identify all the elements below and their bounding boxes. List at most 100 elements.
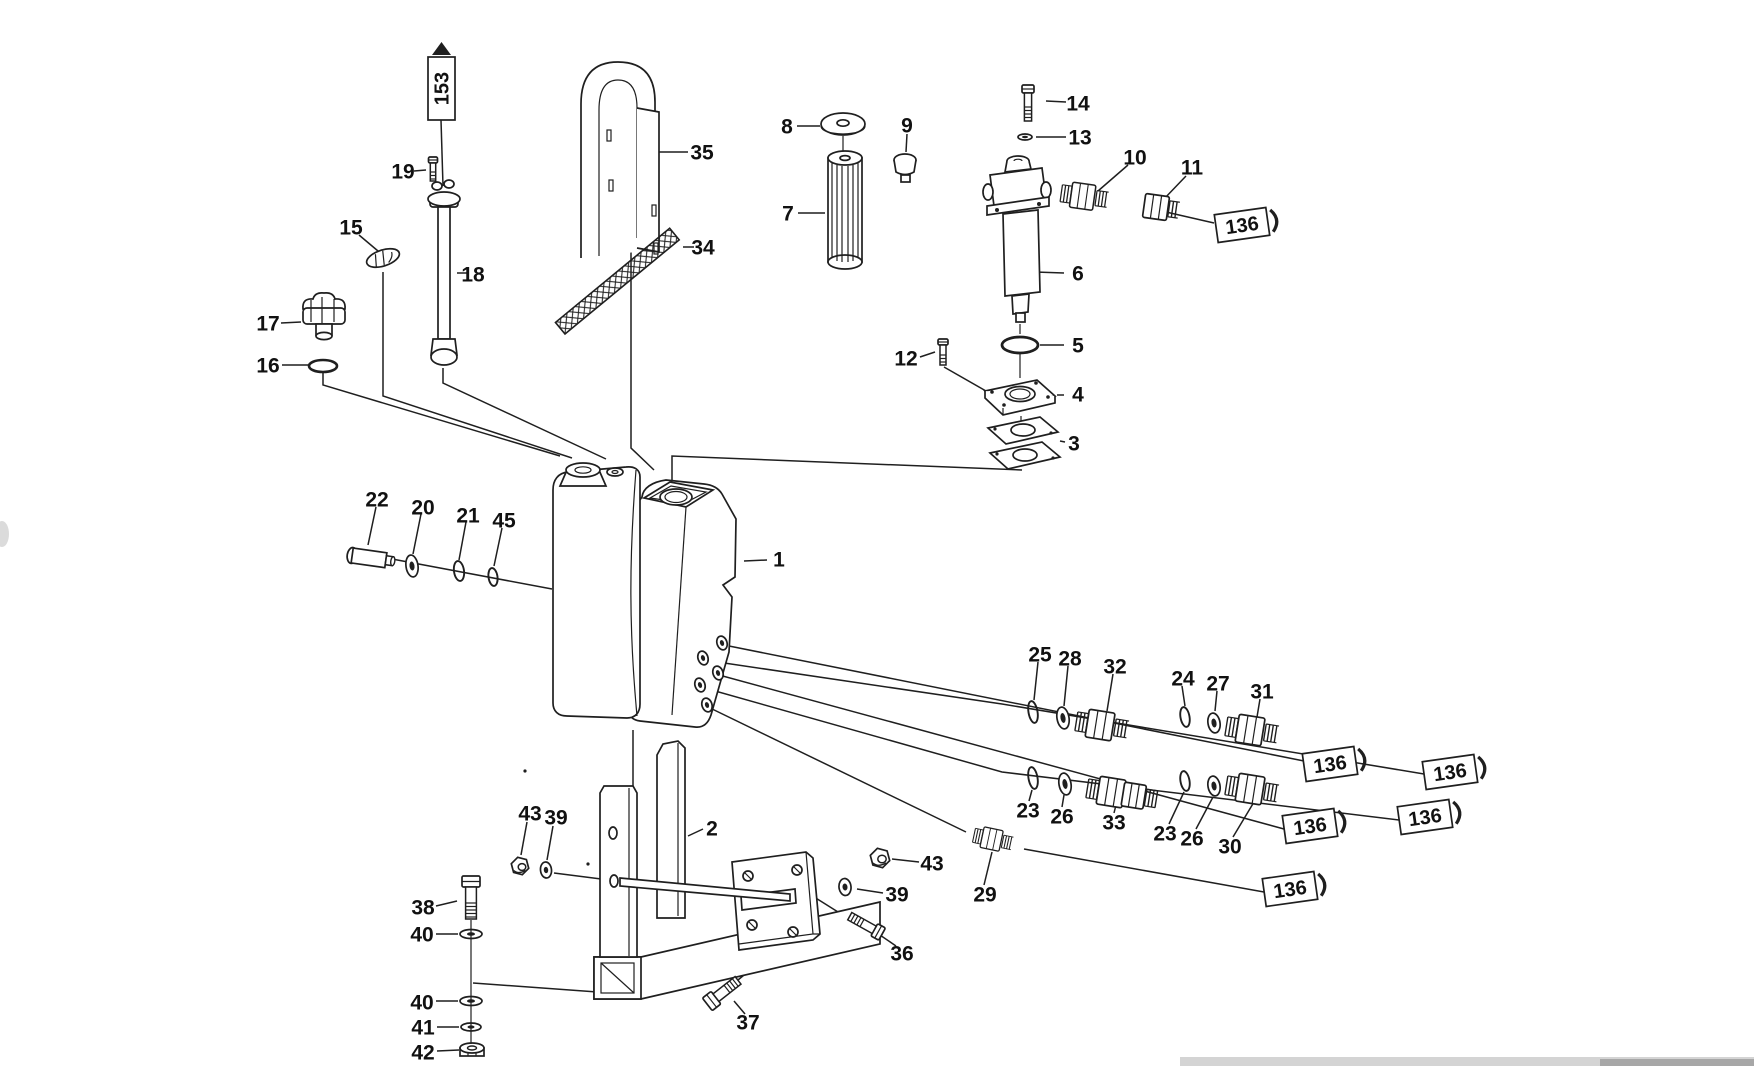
screw-12 bbox=[937, 338, 949, 366]
callout-14: 14 bbox=[1066, 93, 1090, 116]
leader-line bbox=[687, 828, 704, 837]
scan-artifact-bottom-bar bbox=[1180, 1057, 1754, 1066]
callout-38: 38 bbox=[411, 897, 435, 920]
washer-13 bbox=[1017, 133, 1033, 141]
callout-3: 3 bbox=[1068, 433, 1080, 456]
washer-27 bbox=[1206, 712, 1222, 734]
leader-line bbox=[458, 521, 467, 561]
gasket-plates-3 bbox=[986, 416, 1062, 470]
callout-45: 45 bbox=[492, 510, 516, 533]
filter-head bbox=[982, 155, 1052, 216]
leader-line bbox=[413, 169, 427, 172]
leader-line bbox=[905, 133, 908, 153]
o-ring-23 bbox=[1179, 770, 1191, 792]
filter-cover-disc-8 bbox=[820, 112, 866, 136]
leader-line bbox=[1256, 698, 1261, 718]
ref-tag-136: 136 bbox=[1396, 798, 1462, 836]
connector-line bbox=[322, 373, 561, 457]
leader-line bbox=[493, 527, 503, 567]
fitting-29 bbox=[971, 826, 1014, 852]
strainer-strip-34 bbox=[554, 227, 681, 336]
callout-17: 17 bbox=[256, 313, 279, 336]
connector-line bbox=[700, 686, 1400, 821]
o-ring-16 bbox=[307, 358, 339, 374]
flange-plate-4 bbox=[983, 379, 1057, 416]
leader-line bbox=[1106, 673, 1114, 712]
bolt-37 bbox=[702, 975, 743, 1011]
connector-line bbox=[442, 368, 607, 460]
leader-line bbox=[367, 506, 377, 546]
bracket-strap bbox=[619, 877, 791, 902]
callout-22: 22 bbox=[365, 489, 388, 512]
tag-arrow-icon bbox=[1452, 800, 1462, 825]
ref-tag-136: 136 bbox=[1213, 206, 1279, 244]
plate-screws bbox=[742, 864, 803, 938]
leader-line bbox=[1033, 661, 1039, 701]
tag-arrow-icon bbox=[1337, 809, 1347, 834]
mounting-plate bbox=[731, 851, 821, 951]
leader-line bbox=[435, 900, 458, 907]
callout-15: 15 bbox=[339, 217, 363, 240]
leader-line bbox=[1214, 690, 1218, 712]
suction-filter-assembly bbox=[982, 155, 1062, 470]
filter-element-7 bbox=[827, 150, 863, 270]
tank-port-holes bbox=[693, 635, 729, 713]
leader-line bbox=[546, 825, 554, 861]
washer-39 bbox=[838, 877, 852, 897]
svg-text:136: 136 bbox=[1432, 760, 1468, 786]
callout-11: 11 bbox=[1181, 157, 1204, 180]
callout-19: 19 bbox=[391, 161, 414, 184]
callout-34: 34 bbox=[691, 237, 715, 260]
o-ring-25 bbox=[1027, 700, 1039, 724]
leader-line bbox=[1063, 665, 1069, 707]
tank-filler-neck bbox=[558, 462, 608, 487]
scan-smudge-left bbox=[0, 521, 9, 547]
ref-tag-153: 153 bbox=[427, 42, 456, 121]
leader-line bbox=[891, 858, 920, 863]
leader-line bbox=[280, 321, 302, 324]
hydraulic-tank bbox=[523, 462, 737, 866]
callout-16: 16 bbox=[256, 355, 279, 378]
connector-line bbox=[472, 982, 612, 994]
svg-text:136: 136 bbox=[1224, 213, 1260, 239]
connector-lines bbox=[280, 100, 1425, 1052]
washer-26 bbox=[1206, 775, 1222, 797]
callout-35: 35 bbox=[690, 142, 714, 165]
leader-line bbox=[1168, 791, 1185, 825]
callout-18: 18 bbox=[461, 264, 485, 287]
callout-10: 10 bbox=[1123, 147, 1146, 170]
leader-line bbox=[520, 821, 528, 856]
svg-text:136: 136 bbox=[1407, 805, 1443, 831]
callout-27: 27 bbox=[1206, 673, 1229, 696]
leader-line bbox=[1045, 100, 1067, 103]
leader-line bbox=[1195, 796, 1214, 830]
leader-line bbox=[412, 513, 422, 555]
ref-tag-136: 136 bbox=[1421, 753, 1487, 791]
callout-33: 33 bbox=[1102, 812, 1125, 835]
leader-line bbox=[943, 366, 987, 392]
tank-vent-boss bbox=[606, 467, 624, 477]
callout-37: 37 bbox=[736, 1012, 759, 1035]
callout-23: 23 bbox=[1153, 823, 1176, 846]
leader-line bbox=[1181, 685, 1186, 707]
callout-25: 25 bbox=[1028, 644, 1052, 667]
dipstick-assembly bbox=[427, 179, 461, 366]
tag-arrow-icon bbox=[1317, 872, 1327, 897]
leader-line bbox=[1059, 440, 1066, 443]
mounting-bracket-2 bbox=[593, 740, 881, 1000]
o-ring-21 bbox=[452, 560, 466, 582]
svg-text:153: 153 bbox=[432, 72, 454, 105]
fitting-33 bbox=[1085, 775, 1159, 810]
fitting-31 bbox=[1224, 713, 1280, 747]
tag-arrow-icon bbox=[1269, 208, 1279, 233]
callout-31: 31 bbox=[1250, 681, 1274, 704]
leader-line bbox=[1097, 164, 1129, 192]
up-arrow-icon bbox=[432, 42, 451, 55]
nut-43 bbox=[510, 856, 530, 876]
o-ring-45 bbox=[487, 567, 499, 587]
scan-artifact-bottom-bar-dark bbox=[1600, 1059, 1754, 1066]
connector-line bbox=[382, 272, 573, 459]
